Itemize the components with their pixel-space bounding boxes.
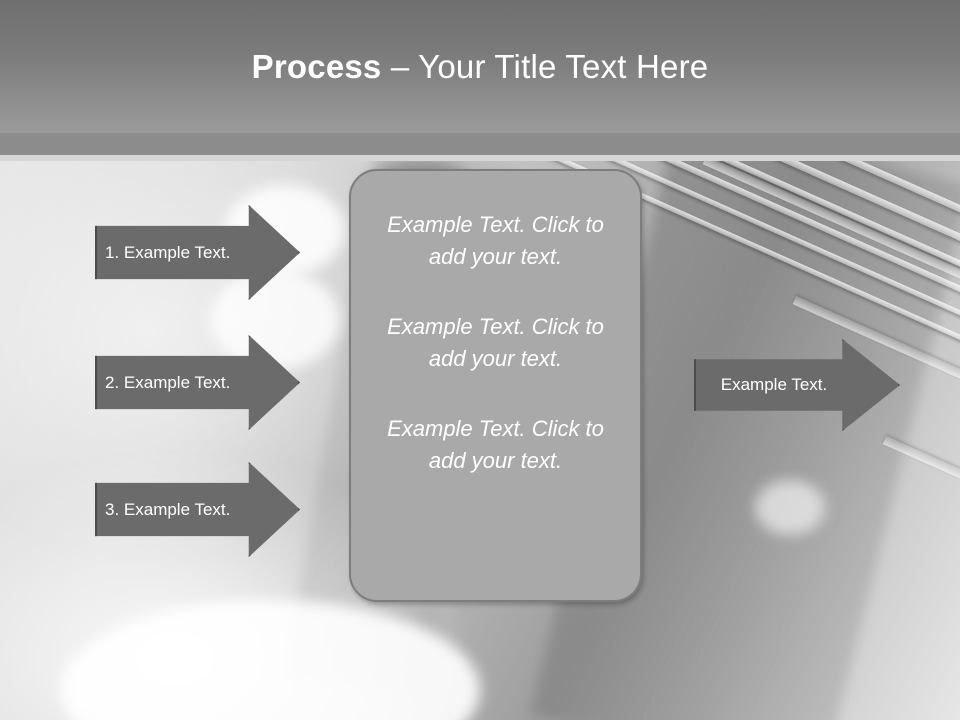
center-paragraph-3: Example Text. Click to add your text. xyxy=(387,416,604,473)
process-step-arrow-2[interactable]: 2. Example Text. xyxy=(95,335,300,430)
center-paragraph-1: Example Text. Click to add your text. xyxy=(387,212,604,269)
process-step-2-label: 2. Example Text. xyxy=(105,372,231,392)
title-banner-accent xyxy=(0,133,960,155)
page-title-bold: Process xyxy=(251,48,382,85)
process-step-arrow-3[interactable]: 3. Example Text. xyxy=(95,462,300,557)
page-title: Process – Your Title Text Here xyxy=(0,48,960,86)
photo-highlight-2 xyxy=(210,270,340,370)
process-output-arrow[interactable]: Example Text. xyxy=(694,339,900,431)
center-paragraph-2: Example Text. Click to add your text. xyxy=(387,314,604,371)
process-output-label: Example Text. xyxy=(720,375,828,394)
title-banner-accent-light xyxy=(0,155,960,161)
photo-highlight-3 xyxy=(755,480,825,535)
process-step-3-label: 3. Example Text. xyxy=(105,499,231,519)
process-step-1-label: 1. Example Text. xyxy=(105,242,231,262)
process-step-arrow-1[interactable]: 1. Example Text. xyxy=(95,205,300,300)
page-title-light: – Your Title Text Here xyxy=(381,48,709,85)
title-banner xyxy=(0,0,960,133)
center-content-box[interactable]: Example Text. Click to add your text. Ex… xyxy=(349,169,642,602)
